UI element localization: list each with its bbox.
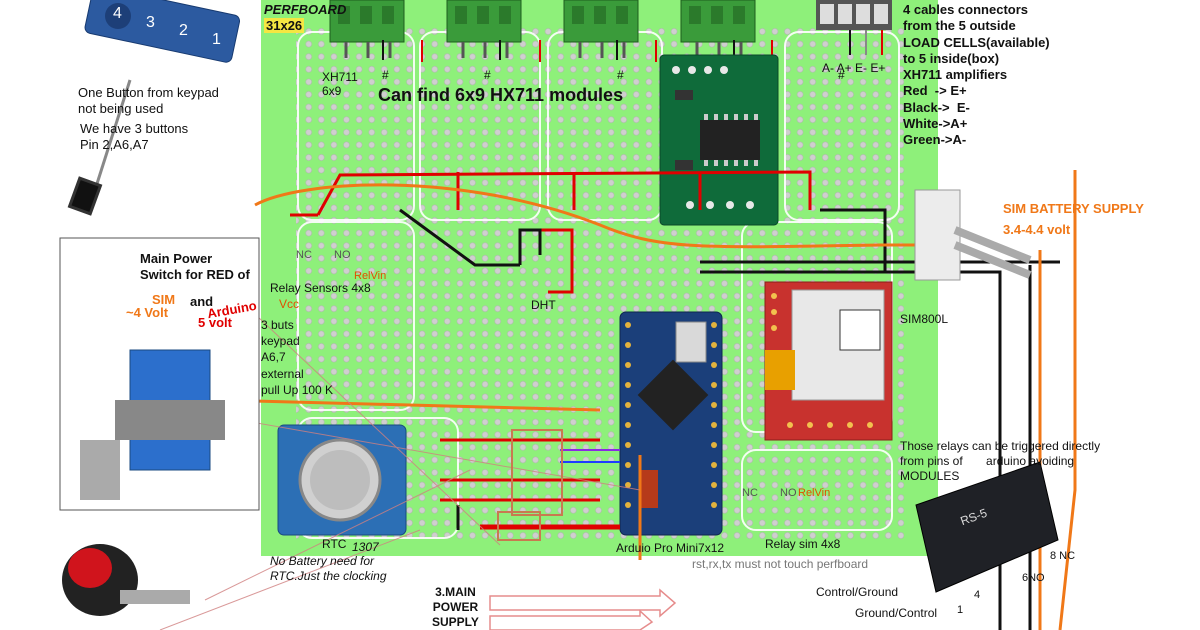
five-volt-label: 5 volt xyxy=(198,315,232,330)
battery-connector xyxy=(914,189,1032,281)
pin-8nc-label: 8 NC xyxy=(1050,550,1076,562)
main-power-supply: 3.MAIN POWER SUPPLY xyxy=(432,585,479,629)
ground-control-label: Ground/Control xyxy=(855,606,938,620)
push-button xyxy=(62,544,190,616)
perfboard-size: 31x26 xyxy=(264,18,305,33)
keypad-key-label-2: 2 xyxy=(179,22,188,39)
relvin-label: RelVin xyxy=(354,270,387,282)
keypad-ribbon xyxy=(67,79,132,216)
and-label: and xyxy=(190,294,214,309)
pin-1-label: 1 xyxy=(957,604,964,616)
power-arrows xyxy=(489,588,677,630)
hx711-module xyxy=(659,54,779,226)
control-ground-label: Control/Ground xyxy=(816,585,899,599)
cables-note: 4 cables connectors from the 5 outside L… xyxy=(903,2,1050,147)
no-label: NO xyxy=(334,249,351,261)
hash-2: # xyxy=(484,68,491,82)
keypad-key-label-4: 4 xyxy=(113,5,122,22)
sim-label: SIM xyxy=(152,292,176,307)
keypad-info: 3 buts keypad A6,7 external pull Up 100 … xyxy=(261,318,334,397)
rtc-model-label: 1307 xyxy=(352,540,379,554)
main-power-label: Main Power Switch for RED of xyxy=(140,251,250,283)
rtc-label: RTC xyxy=(322,537,347,551)
xh711-label: XH711 xyxy=(322,70,358,84)
sim800l-module xyxy=(764,281,893,441)
power-switch xyxy=(59,237,260,511)
relay-sensors-label: Relay Sensors 4x8 xyxy=(270,281,371,295)
orange-wires xyxy=(175,170,1077,630)
relvin-label-2: RelVin xyxy=(798,487,831,499)
keypad-keys xyxy=(105,3,131,29)
sim-battery-volt: 3.4-4.4 volt xyxy=(1003,222,1071,237)
keypad-key-4 xyxy=(105,3,131,29)
four-volt-label: ~4 Volt xyxy=(126,305,169,320)
perfboard-label: PERFBOARD xyxy=(264,2,347,17)
xh711-size: 6x9 xyxy=(322,84,342,98)
reference-lines xyxy=(159,299,641,630)
connector-wires xyxy=(382,30,883,62)
rtc-module xyxy=(277,424,407,536)
dht-label: DHT xyxy=(531,298,556,312)
sim800l-label: SIM800L xyxy=(900,312,949,326)
vcc-label: Vcc xyxy=(279,297,300,311)
brown-boxes xyxy=(497,429,563,541)
red-wires xyxy=(290,170,812,530)
rst-note: rst,rx,tx must not touch perfboard xyxy=(692,557,869,571)
pin-4-label: 4 xyxy=(974,589,981,601)
three-buttons-note: We have 3 buttons Pin 2,A6,A7 xyxy=(80,121,189,153)
arduino-pro-mini xyxy=(619,311,723,536)
no-label-2: NO xyxy=(780,487,797,499)
hash-1: # xyxy=(382,68,389,82)
pin-labels: A- A+ E- E+ xyxy=(822,61,886,75)
keypad-key-label-1: 1 xyxy=(212,31,221,48)
purple-blue-wires xyxy=(560,449,620,463)
relay-sim-label: Relay sim 4x8 xyxy=(765,537,841,551)
keypad-key-label-3: 3 xyxy=(146,14,155,31)
hash-4: # xyxy=(838,68,845,82)
arduino-pro-label: Arduio Pro Mini7x12 xyxy=(616,541,725,555)
terminal-connectors xyxy=(329,0,892,58)
no-battery-note: No Battery need for RTC.Just the clockin… xyxy=(270,554,387,583)
relays-note: Those relays can be triggered directly f… xyxy=(900,439,1101,483)
keypad-unused-note: One Button from keypad not being used xyxy=(78,85,219,117)
nc-label-2: NC xyxy=(742,487,758,499)
relay-rs5 xyxy=(915,461,1059,593)
hash-3: # xyxy=(617,68,624,82)
can-find-label: Can find 6x9 HX711 modules xyxy=(378,85,624,105)
nc-label: NC xyxy=(296,249,312,261)
sim-battery-label: SIM BATTERY SUPPLY xyxy=(1003,201,1144,216)
pin-6no-label: 6NO xyxy=(1022,572,1045,584)
